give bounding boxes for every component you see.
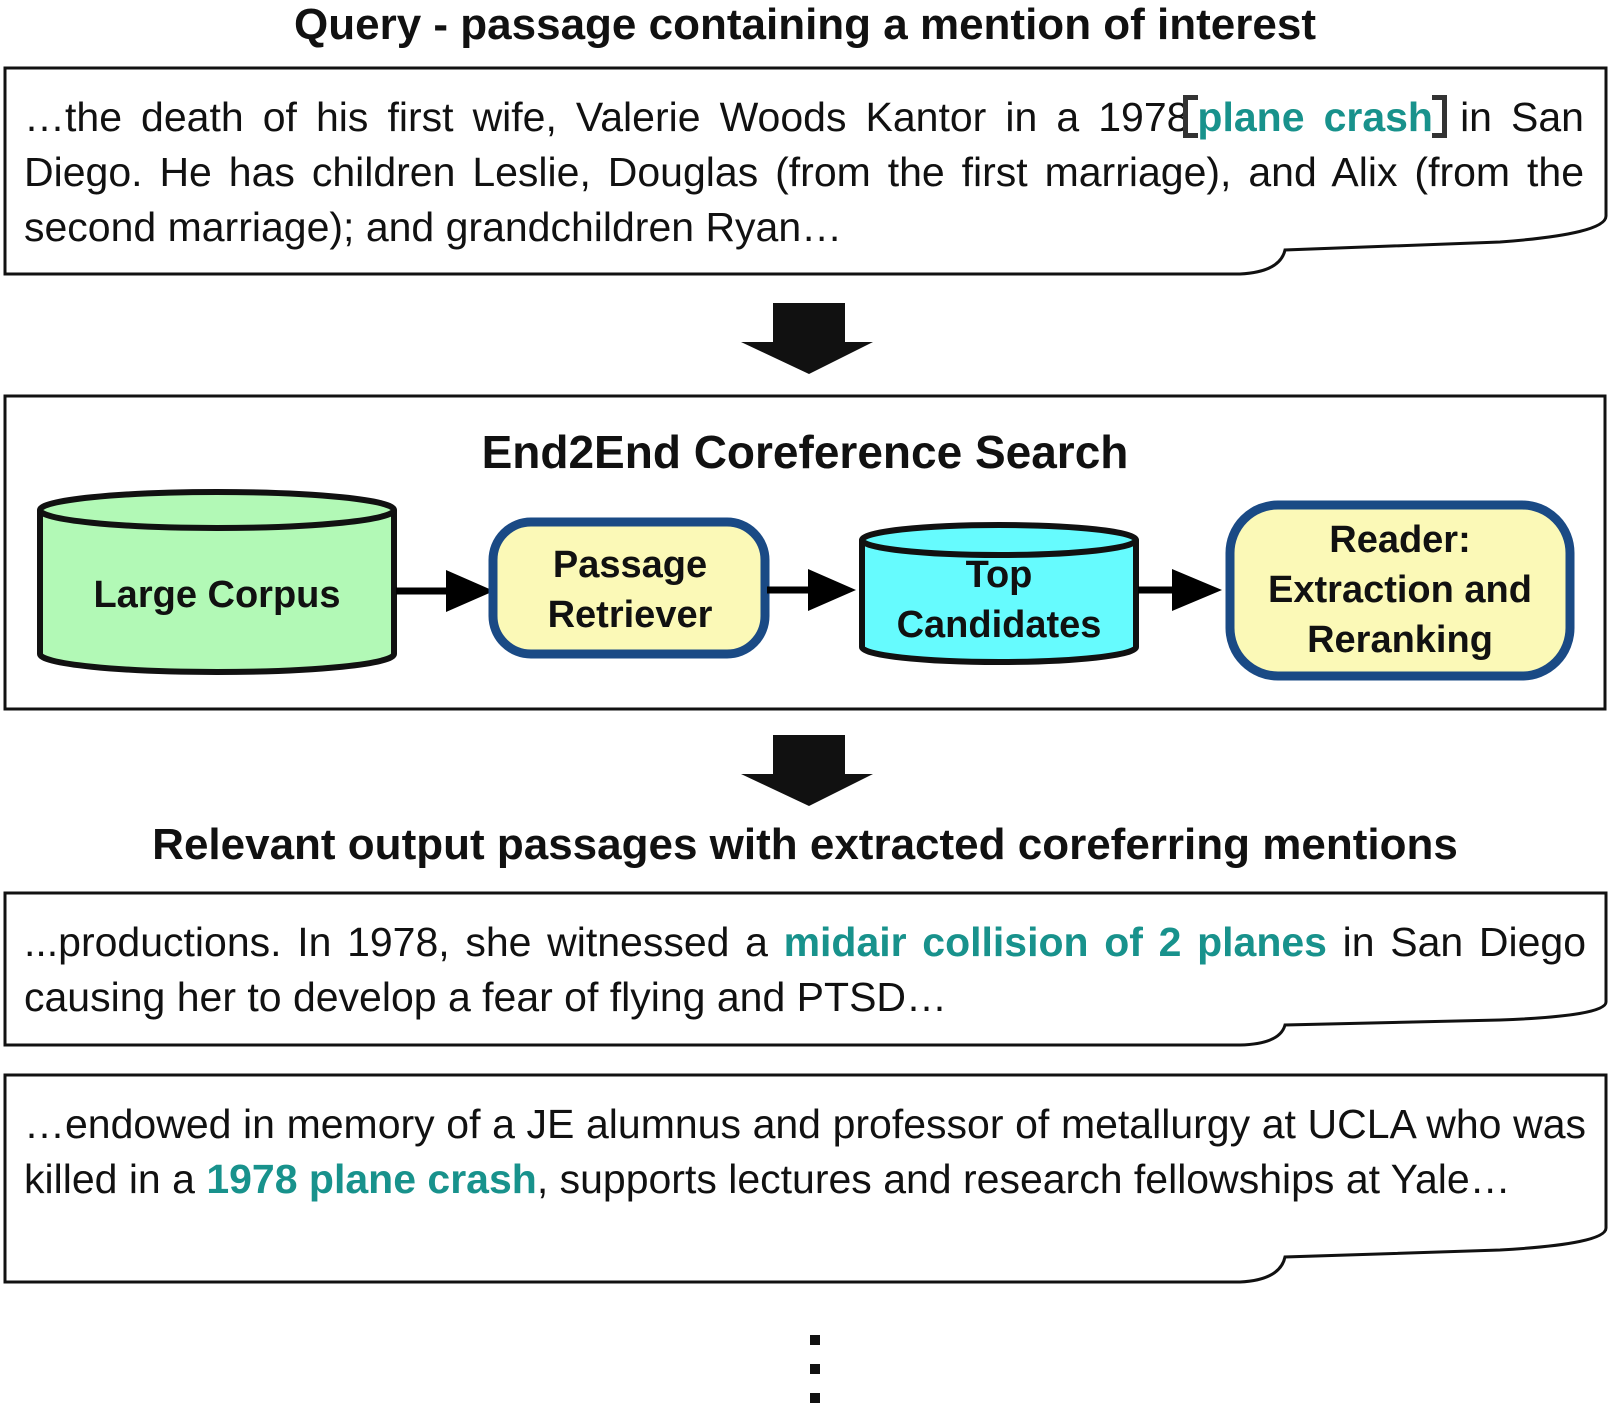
top-candidates-label: Top Candidates	[896, 554, 1102, 646]
arrowhead-icon	[1172, 569, 1222, 611]
output-passage-1-text: ...productions. In 1978, she witnessed a…	[24, 915, 1586, 1025]
down-arrow-icon	[741, 303, 873, 374]
reader-label: Reader: Extraction and Reranking	[1268, 519, 1532, 661]
output-2-text-after: , supports lectures and research fellows…	[536, 1156, 1511, 1202]
bracket-right-icon	[1431, 95, 1447, 138]
output-heading: Relevant output passages with extracted …	[152, 820, 1458, 869]
output-1-text-before: ...productions. In 1978, she witnessed a	[24, 919, 784, 965]
query-heading: Query - passage containing a mention of …	[294, 0, 1316, 49]
output-1-mention: midair collision of 2 planes	[783, 919, 1327, 965]
query-text-before: …the death of his first wife, Valerie Wo…	[24, 94, 1190, 140]
query-mention-text: plane crash	[1197, 94, 1433, 140]
arrowhead-icon	[446, 570, 494, 612]
reader-box	[1225, 500, 1575, 681]
passage-retriever-box	[488, 517, 770, 659]
pipeline-title: End2End Coreference Search	[481, 426, 1129, 478]
passage-retriever-label: Passage Retriever	[547, 544, 713, 636]
down-arrow-icon	[741, 735, 873, 806]
large-corpus-cylinder	[37, 489, 397, 675]
query-passage-text: …the death of his first wife, Valerie Wo…	[24, 90, 1584, 255]
output-2-text-before: …endowed in memory of a JE alumnus and p…	[24, 1101, 1586, 1202]
output-passage-2-text: …endowed in memory of a JE alumnus and p…	[24, 1097, 1586, 1207]
output-passage-box-2	[3, 1073, 1608, 1284]
large-corpus-label: Large Corpus	[93, 574, 341, 616]
query-text-after: in San Diego. He has children Leslie, Do…	[24, 94, 1584, 250]
more-results-ellipsis-icon	[810, 1335, 824, 1422]
output-2-mention: 1978 plane crash	[206, 1156, 537, 1202]
query-mention: plane crash	[1183, 94, 1447, 140]
bracket-left-icon	[1183, 95, 1199, 138]
output-passage-box-1	[3, 891, 1608, 1047]
top-candidates-cylinder	[859, 522, 1139, 665]
output-1-text-after: in San Diego causing her to develop a fe…	[24, 919, 1586, 1020]
query-passage-box	[3, 66, 1608, 276]
arrowhead-icon	[808, 569, 856, 611]
